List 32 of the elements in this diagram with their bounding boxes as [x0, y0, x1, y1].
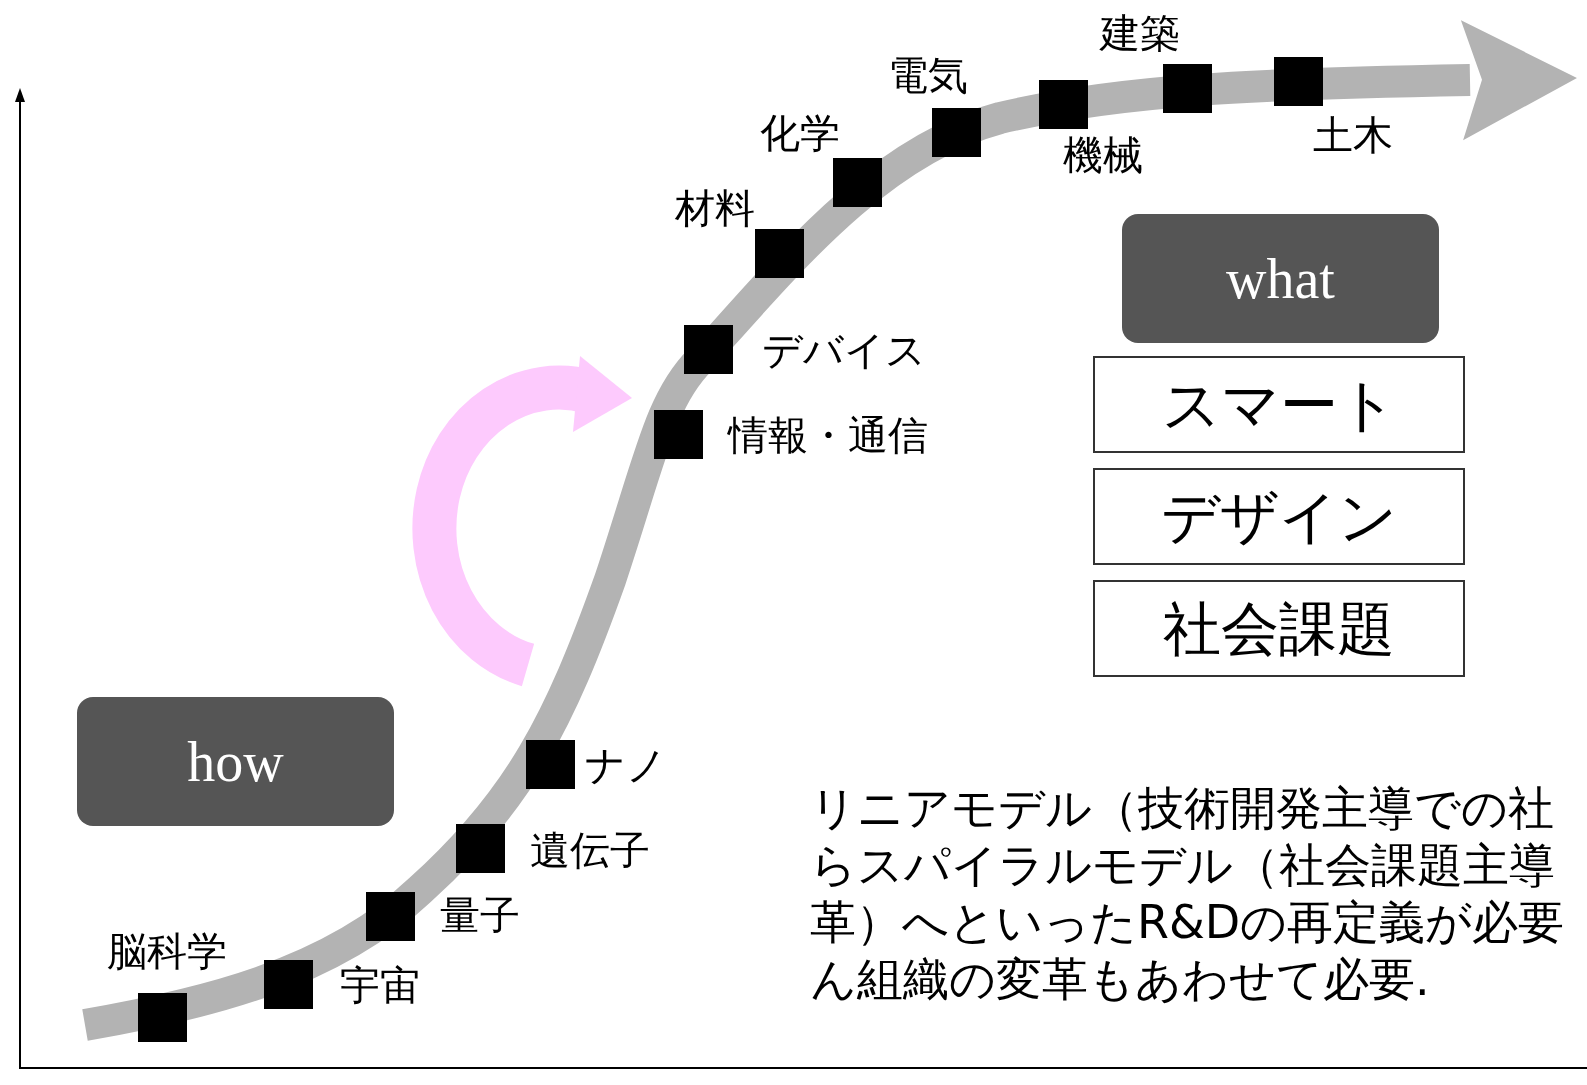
field-label: 遺伝子: [530, 830, 650, 870]
label-box: how: [77, 697, 394, 826]
category-box: スマート: [1093, 356, 1465, 453]
field-label: 宇宙: [340, 965, 420, 1005]
marker-square: [1039, 80, 1088, 129]
field-label: 脳科学: [107, 931, 227, 971]
field-label: 建築: [1100, 13, 1180, 53]
field-label: 土木: [1313, 115, 1393, 155]
field-label: ナノ: [585, 745, 667, 785]
field-label: 機械: [1063, 135, 1143, 175]
marker-square: [932, 108, 981, 157]
marker-square: [138, 993, 187, 1042]
marker-square: [833, 158, 882, 207]
field-label: 情報・通信: [728, 415, 928, 455]
field-label: 電気: [888, 55, 968, 95]
marker-square: [755, 229, 804, 278]
field-label: 材料: [675, 188, 755, 228]
note-text: リニアモデル（技術開発主導での社らスパイラルモデル（社会課題主導革）へといったR&Dの再定義が必要ん組織の変革もあわせて必要.: [810, 780, 1566, 1008]
marker-square: [684, 325, 733, 374]
category-box: デザイン: [1093, 468, 1465, 565]
marker-square: [1274, 57, 1323, 106]
label-box: what: [1122, 214, 1439, 343]
field-label: 化学: [760, 113, 840, 153]
marker-square: [264, 960, 313, 1009]
marker-square: [654, 410, 703, 459]
marker-square: [366, 892, 415, 941]
field-label: 量子: [440, 895, 520, 935]
marker-square: [526, 740, 575, 789]
marker-square: [456, 824, 505, 873]
field-label: デバイス: [762, 330, 926, 370]
category-box: 社会課題: [1093, 580, 1465, 677]
marker-square: [1163, 64, 1212, 113]
